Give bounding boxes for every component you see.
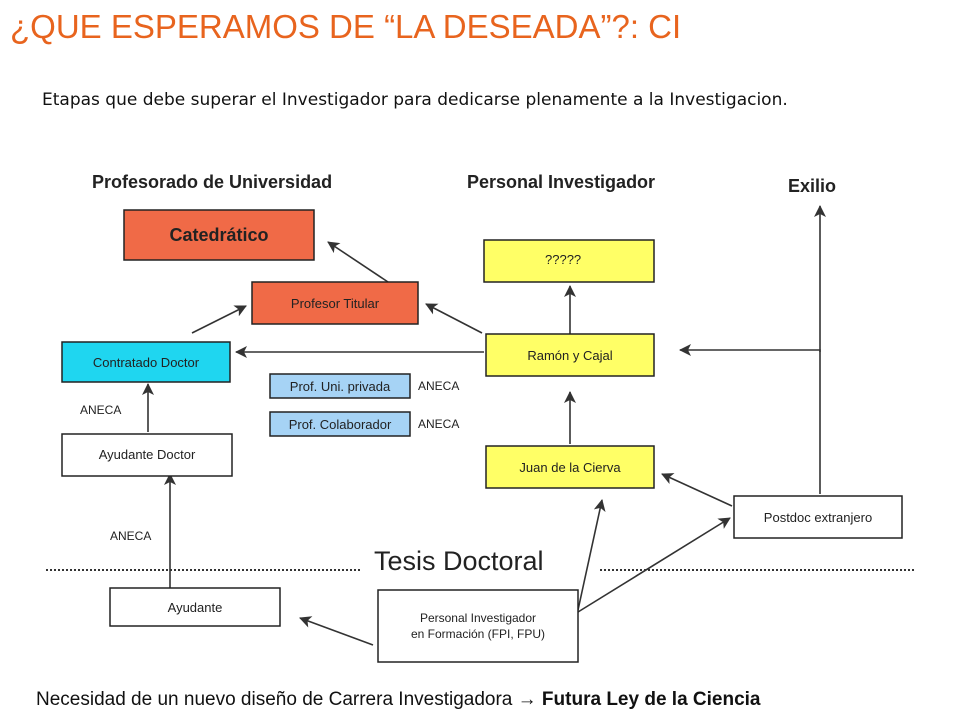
box-catedratico-label: Catedrático (169, 225, 268, 245)
label-aneca-colaborador: ANECA (418, 417, 459, 431)
footer-text: Necesidad de un nuevo diseño de Carrera … (36, 689, 518, 710)
box-ayudante-doctor-label: Ayudante Doctor (99, 447, 196, 462)
slide-title: ¿QUE ESPERAMOS DE “LA DESEADA”?: CI (10, 8, 682, 45)
box-prof-colaborador: Prof. Colaborador (269, 411, 411, 437)
box-prof-uni-privada-label: Prof. Uni. privada (290, 379, 391, 394)
box-postdoc-extranjero-label: Postdoc extranjero (764, 510, 872, 525)
box-pif-label-line1: Personal Investigador (420, 611, 536, 625)
box-ramon-y-cajal-label: Ramón y Cajal (527, 348, 612, 363)
header-profesorado: Profesorado de Universidad (92, 172, 332, 192)
box-catedratico: Catedrático (123, 209, 315, 261)
box-ayudante-doctor: Ayudante Doctor (61, 433, 233, 477)
label-aneca-ayudante-doctor: ANECA (110, 529, 151, 543)
box-ayudante-label: Ayudante (168, 600, 223, 615)
box-profesor-titular-label: Profesor Titular (291, 296, 380, 311)
box-prof-uni-privada: Prof. Uni. privada (269, 373, 411, 399)
footer-bold-text: Futura Ley de la Ciencia (536, 689, 761, 710)
box-interrogantes: ????? (483, 239, 655, 283)
box-profesor-titular: Profesor Titular (251, 281, 419, 325)
arrow-titular-to-catedratico (327, 241, 389, 283)
box-ayudante: Ayudante (109, 587, 281, 627)
career-diagram: Profesorado de Universidad Personal Inve… (46, 172, 914, 663)
header-exilio: Exilio (788, 176, 836, 196)
arrow-pif-to-postdoc (577, 517, 731, 613)
arrow-postdoc-to-juan (661, 473, 733, 507)
arrow-pif-to-ayudante (299, 616, 374, 646)
label-aneca-privada: ANECA (418, 379, 459, 393)
box-contratado-doctor: Contratado Doctor (61, 341, 231, 383)
arrow-contratado-to-titular (191, 305, 247, 334)
box-contratado-doctor-label: Contratado Doctor (93, 355, 200, 370)
box-postdoc-extranjero: Postdoc extranjero (733, 495, 903, 539)
slide-footer: Necesidad de un nuevo diseño de Carrera … (36, 689, 761, 711)
box-ramon-y-cajal: Ramón y Cajal (485, 333, 655, 377)
header-personal-investigador: Personal Investigador (467, 172, 655, 192)
divider-label-tesis: Tesis Doctoral (374, 546, 544, 576)
footer-arrow-icon: → (517, 689, 537, 710)
box-juan-de-la-cierva-label: Juan de la Cierva (519, 460, 621, 475)
arrow-ramon-to-titular (425, 303, 483, 334)
box-juan-de-la-cierva: Juan de la Cierva (485, 445, 655, 489)
box-personal-en-formacion: Personal Investigador en Formación (FPI,… (377, 589, 579, 663)
arrow-postdoc-to-ramon (679, 344, 821, 494)
slide-subtitle: Etapas que debe superar el Investigador … (42, 90, 788, 110)
box-pif-label-line2: en Formación (FPI, FPU) (411, 627, 545, 641)
box-interrogantes-label: ????? (545, 252, 581, 267)
box-prof-colaborador-label: Prof. Colaborador (289, 417, 392, 432)
arrow-pif-to-juan (577, 499, 606, 611)
label-aneca-contratado: ANECA (80, 403, 121, 417)
